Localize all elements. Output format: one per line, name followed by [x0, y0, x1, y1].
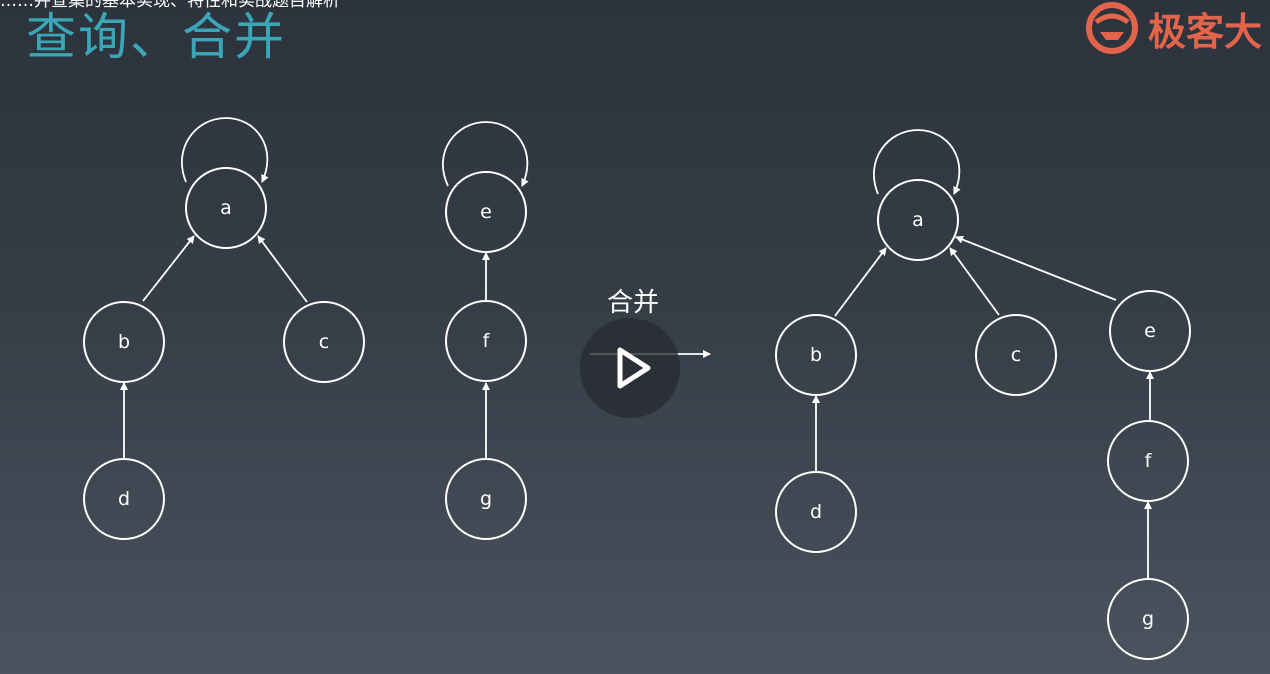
node-e: e [445, 171, 527, 253]
tree-abcd: a b c d [83, 117, 365, 540]
node-merged-e: e [1109, 290, 1191, 372]
node-d: d [83, 458, 165, 540]
svg-text:f: f [483, 330, 491, 352]
tree-merged: a b c e d f g [775, 129, 1191, 660]
svg-text:e: e [1144, 320, 1156, 342]
node-b: b [83, 301, 165, 383]
edge-merged-b-to-a [834, 247, 887, 317]
svg-text:b: b [810, 344, 822, 366]
node-merged-a: a [877, 179, 959, 261]
svg-text:g: g [480, 488, 492, 510]
svg-text:d: d [810, 501, 822, 523]
self-loop-merged-a [873, 129, 961, 195]
node-merged-f: f [1107, 420, 1189, 502]
self-loop-a [181, 117, 269, 183]
node-merged-b: b [775, 314, 857, 396]
svg-text:c: c [1011, 344, 1021, 366]
tree-efg: e f g [442, 121, 529, 540]
edge-c-to-a [257, 235, 308, 303]
edge-merged-e-to-a [955, 235, 1117, 301]
svg-text:b: b [118, 331, 130, 353]
node-g: g [445, 458, 527, 540]
brand-name: 极客大 [1148, 9, 1263, 54]
svg-text:c: c [319, 331, 329, 353]
slide-title: 查询、合并 [26, 8, 286, 66]
node-a: a [185, 167, 267, 249]
play-button[interactable] [580, 318, 680, 418]
brand: 极客大 [1082, 0, 1270, 56]
play-icon [617, 347, 651, 389]
merge-label: 合并 [607, 288, 660, 318]
top-caption: ……并查集的基本实现、特性和实战题目解析 [0, 0, 700, 8]
self-loop-e [442, 121, 529, 187]
node-f: f [445, 300, 527, 382]
svg-text:e: e [480, 201, 492, 223]
node-merged-c: c [975, 314, 1057, 396]
edge-b-to-a [142, 235, 195, 302]
brand-logo-icon [1086, 2, 1138, 54]
svg-text:a: a [912, 209, 924, 231]
svg-text:a: a [220, 197, 232, 219]
svg-text:d: d [118, 488, 130, 510]
node-merged-g: g [1107, 578, 1189, 660]
edge-merged-c-to-a [949, 247, 1000, 316]
node-merged-d: d [775, 471, 857, 553]
svg-text:f: f [1145, 450, 1153, 472]
node-c: c [283, 301, 365, 383]
svg-text:g: g [1142, 608, 1154, 630]
